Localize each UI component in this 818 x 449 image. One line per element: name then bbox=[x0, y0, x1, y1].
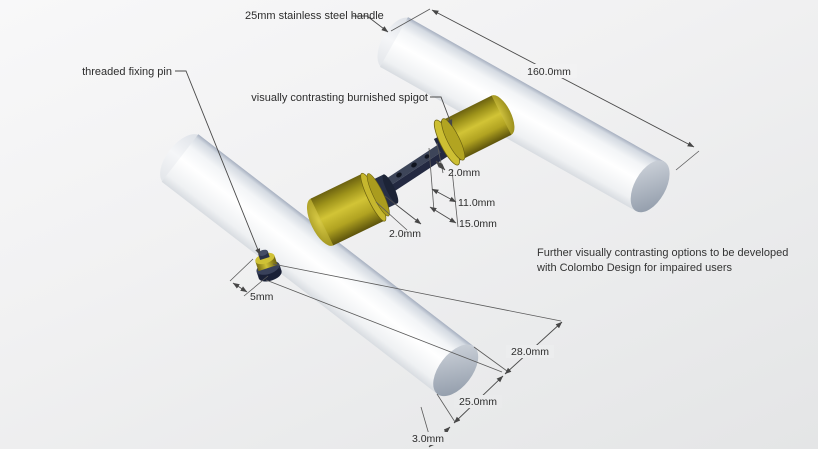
handle-label-leader bbox=[352, 15, 389, 33]
spigot-label: visually contrasting burnished spigot bbox=[251, 92, 428, 104]
dim-pin-label: 5mm bbox=[250, 291, 274, 303]
dim-pin: 5mm bbox=[229, 258, 562, 373]
note-line1: Further visually contrasting options to … bbox=[537, 247, 788, 259]
dim-chain: 28.0mm 25.0mm 3.0mm bbox=[407, 321, 563, 448]
handle-label: 25mm stainless steel handle bbox=[245, 10, 384, 22]
dim-spindle-cluster: 2.0mm 11.0mm 15.0mm bbox=[428, 142, 497, 230]
dim-3-label: 3.0mm bbox=[412, 433, 444, 445]
fixing-pin-leader bbox=[175, 70, 261, 256]
dim-handle-length-label: 160.0mm bbox=[527, 66, 571, 78]
lower-spigot bbox=[306, 172, 399, 246]
dim-25-label: 25.0mm bbox=[459, 396, 497, 408]
fixing-pin-label: threaded fixing pin bbox=[82, 66, 172, 78]
spindle-hole bbox=[424, 154, 430, 159]
dim-handle-length: 160.0mm bbox=[431, 9, 700, 171]
dim-spigot-gap: 2.0mm bbox=[375, 195, 421, 240]
dim-hole-label: 2.0mm bbox=[448, 167, 480, 179]
handle-length-ext-left bbox=[390, 8, 431, 32]
lower-handle bbox=[160, 134, 479, 397]
note-line2: with Colombo Design for impaired users bbox=[536, 262, 733, 274]
top-handle bbox=[377, 17, 670, 213]
threaded-fixing-pin bbox=[255, 249, 282, 282]
top-handle-end-face bbox=[630, 160, 670, 213]
lower-handle-end-face bbox=[433, 344, 479, 397]
dim-depth15-label: 15.0mm bbox=[459, 218, 497, 230]
dim-offset11-label: 11.0mm bbox=[458, 197, 495, 209]
dim-28-label: 28.0mm bbox=[511, 346, 549, 358]
spindle-hole bbox=[411, 162, 417, 168]
dim-spigot-gap-label: 2.0mm bbox=[389, 228, 421, 240]
spindle-hole bbox=[396, 172, 402, 178]
